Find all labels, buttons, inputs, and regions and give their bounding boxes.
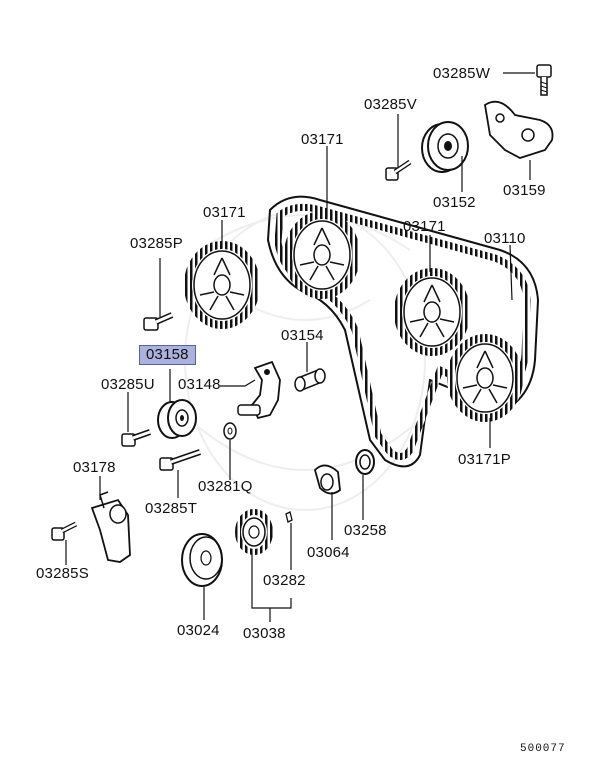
label-03285u[interactable]: 03285U: [101, 376, 155, 393]
label-03152[interactable]: 03152: [433, 194, 476, 211]
washer-03281q: [223, 422, 237, 440]
camshaft-sprocket-top: [284, 211, 360, 299]
label-03158-highlighted[interactable]: 03158: [139, 345, 196, 365]
label-03285p[interactable]: 03285P: [130, 235, 183, 252]
label-03285t[interactable]: 03285T: [145, 500, 198, 517]
label-03159[interactable]: 03159: [503, 182, 546, 199]
leader-lines: [65, 72, 535, 622]
diagram-code: 500077: [520, 743, 566, 755]
label-03281q[interactable]: 03281Q: [198, 478, 253, 495]
label-03064[interactable]: 03064: [307, 544, 350, 561]
key-03282: [285, 511, 293, 523]
flange-03064: [313, 464, 341, 495]
bolt-03285w: [536, 64, 552, 96]
crank-sprocket: [235, 509, 273, 555]
label-03148[interactable]: 03148: [178, 376, 221, 393]
idler-pulley: [421, 121, 469, 173]
bracket: [484, 100, 554, 159]
label-03285v[interactable]: 03285V: [364, 96, 417, 113]
flange-03024: [181, 533, 223, 587]
seal-03258: [355, 449, 375, 475]
label-03024[interactable]: 03024: [177, 622, 220, 639]
sprocket-03171p: [447, 334, 523, 422]
tensioner-pulley-03158: [157, 399, 197, 439]
label-03285s[interactable]: 03285S: [36, 565, 89, 582]
label-03282[interactable]: 03282: [263, 572, 306, 589]
label-03171-right[interactable]: 03171: [403, 218, 446, 235]
label-03110[interactable]: 03110: [484, 230, 526, 247]
label-03171p[interactable]: 03171P: [458, 451, 511, 468]
label-03154[interactable]: 03154: [281, 327, 324, 344]
spacer-03154: [294, 368, 326, 392]
label-03178[interactable]: 03178: [73, 459, 116, 476]
tensioner-03178: [90, 491, 131, 563]
camshaft-sprocket-left: [184, 241, 260, 329]
camshaft-sprocket-right: [394, 268, 470, 356]
bolt-03285p: [143, 312, 174, 331]
label-03171-top[interactable]: 03171: [301, 131, 344, 148]
label-03171-left[interactable]: 03171: [203, 204, 246, 221]
bolt-03285t: [159, 449, 201, 471]
bolt-03285s: [51, 521, 78, 541]
bolt-03285v: [385, 159, 412, 181]
label-03038[interactable]: 03038: [243, 625, 286, 642]
tensioner-arm: [237, 360, 281, 420]
label-03285w[interactable]: 03285W: [433, 65, 491, 82]
label-03258[interactable]: 03258: [344, 522, 387, 539]
bolt-03285u: [121, 429, 151, 447]
